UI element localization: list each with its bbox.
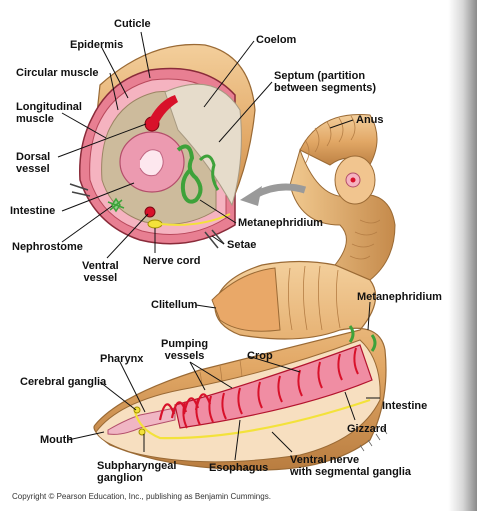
label-anus: Anus	[356, 114, 384, 126]
label-cerebral-ganglia: Cerebral ganglia	[20, 376, 106, 388]
label-crop: Crop	[247, 350, 273, 362]
anus-center	[351, 178, 356, 183]
label-clitellum: Clitellum	[151, 299, 197, 311]
label-pumping-vessels: Pumping vessels	[161, 338, 208, 362]
label-setae: Setae	[227, 239, 256, 251]
label-gizzard: Gizzard	[347, 423, 387, 435]
label-septum: Septum (partition between segments)	[274, 70, 376, 94]
label-pharynx: Pharynx	[100, 353, 143, 365]
label-circular-muscle: Circular muscle	[16, 67, 99, 79]
label-cuticle: Cuticle	[114, 18, 151, 30]
clitellum-band	[212, 268, 280, 331]
copyright-notice: Copyright © Pearson Education, Inc., pub…	[12, 492, 271, 501]
view-arrow-head	[240, 186, 262, 206]
label-metanephridium-top: Metanephridium	[238, 217, 323, 229]
cerebral-ganglia-dot	[134, 407, 140, 413]
label-dorsal-vessel: Dorsal vessel	[16, 151, 50, 175]
label-subpharyngeal-ganglion: Subpharyngeal ganglion	[97, 460, 176, 484]
label-intestine-top: Intestine	[10, 205, 55, 217]
label-nephrostome: Nephrostome	[12, 241, 83, 253]
label-mouth: Mouth	[40, 434, 73, 446]
label-coelom: Coelom	[256, 34, 296, 46]
label-longitudinal-muscle: Longitudinal muscle	[16, 101, 82, 125]
label-ventral-nerve: Ventral nerve with segmental ganglia	[290, 454, 411, 478]
label-metanephridium-bottom: Metanephridium	[357, 291, 442, 303]
label-epidermis: Epidermis	[70, 39, 123, 51]
posterior-end	[290, 114, 395, 280]
nerve-cord-shape	[148, 220, 162, 228]
label-nerve-cord: Nerve cord	[143, 255, 200, 267]
label-esophagus: Esophagus	[209, 462, 268, 474]
label-ventral-vessel: Ventral vessel	[82, 260, 119, 284]
label-intestine-bottom: Intestine	[382, 400, 427, 412]
